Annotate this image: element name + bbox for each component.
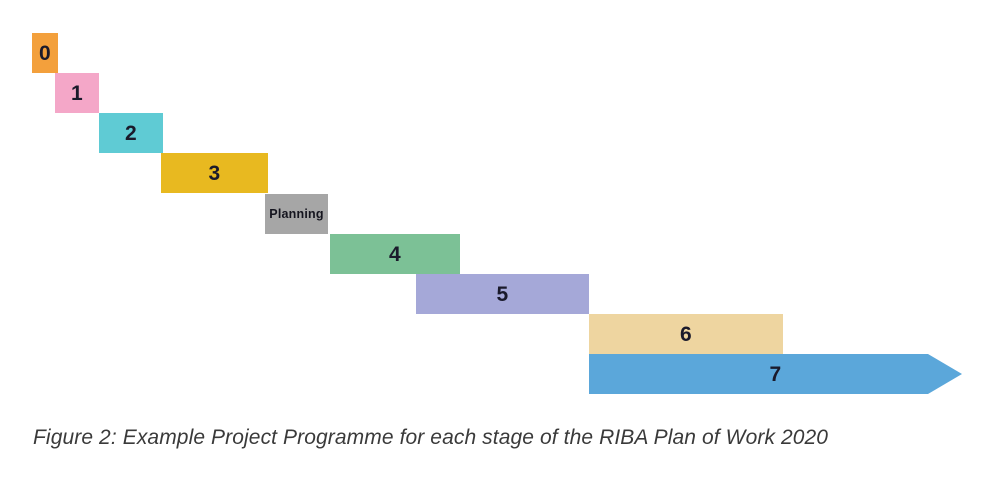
gantt-bar-stage-5: 5 (416, 274, 589, 314)
gantt-bar-stage-7: 7 (589, 354, 962, 394)
gantt-bar-label: 5 (496, 282, 509, 306)
gantt-bar-stage-0: 0 (32, 33, 58, 73)
gantt-bar-stage-4: 4 (330, 234, 460, 274)
gantt-bar-label: Planning (269, 206, 324, 221)
gantt-chart: 0 1 2 3 Planning 4 5 6 (32, 33, 962, 394)
gantt-bar-stage-1: 1 (55, 73, 99, 113)
gantt-bar-label: 2 (125, 121, 137, 145)
gantt-bar-label: 0 (39, 41, 51, 65)
gantt-bar-label: 4 (389, 242, 401, 266)
gantt-bar-stage-3: 3 (161, 153, 268, 193)
arrow-shape-icon (589, 354, 962, 394)
gantt-bar-stage-2: 2 (99, 113, 163, 153)
gantt-bar-label: 1 (71, 81, 83, 105)
gantt-bar-planning: Planning (265, 194, 328, 234)
gantt-bar-label: 6 (680, 322, 692, 346)
gantt-bar-stage-6: 6 (589, 314, 783, 354)
gantt-bar-label: 3 (208, 161, 221, 185)
figure-caption: Figure 2: Example Project Programme for … (33, 426, 829, 449)
